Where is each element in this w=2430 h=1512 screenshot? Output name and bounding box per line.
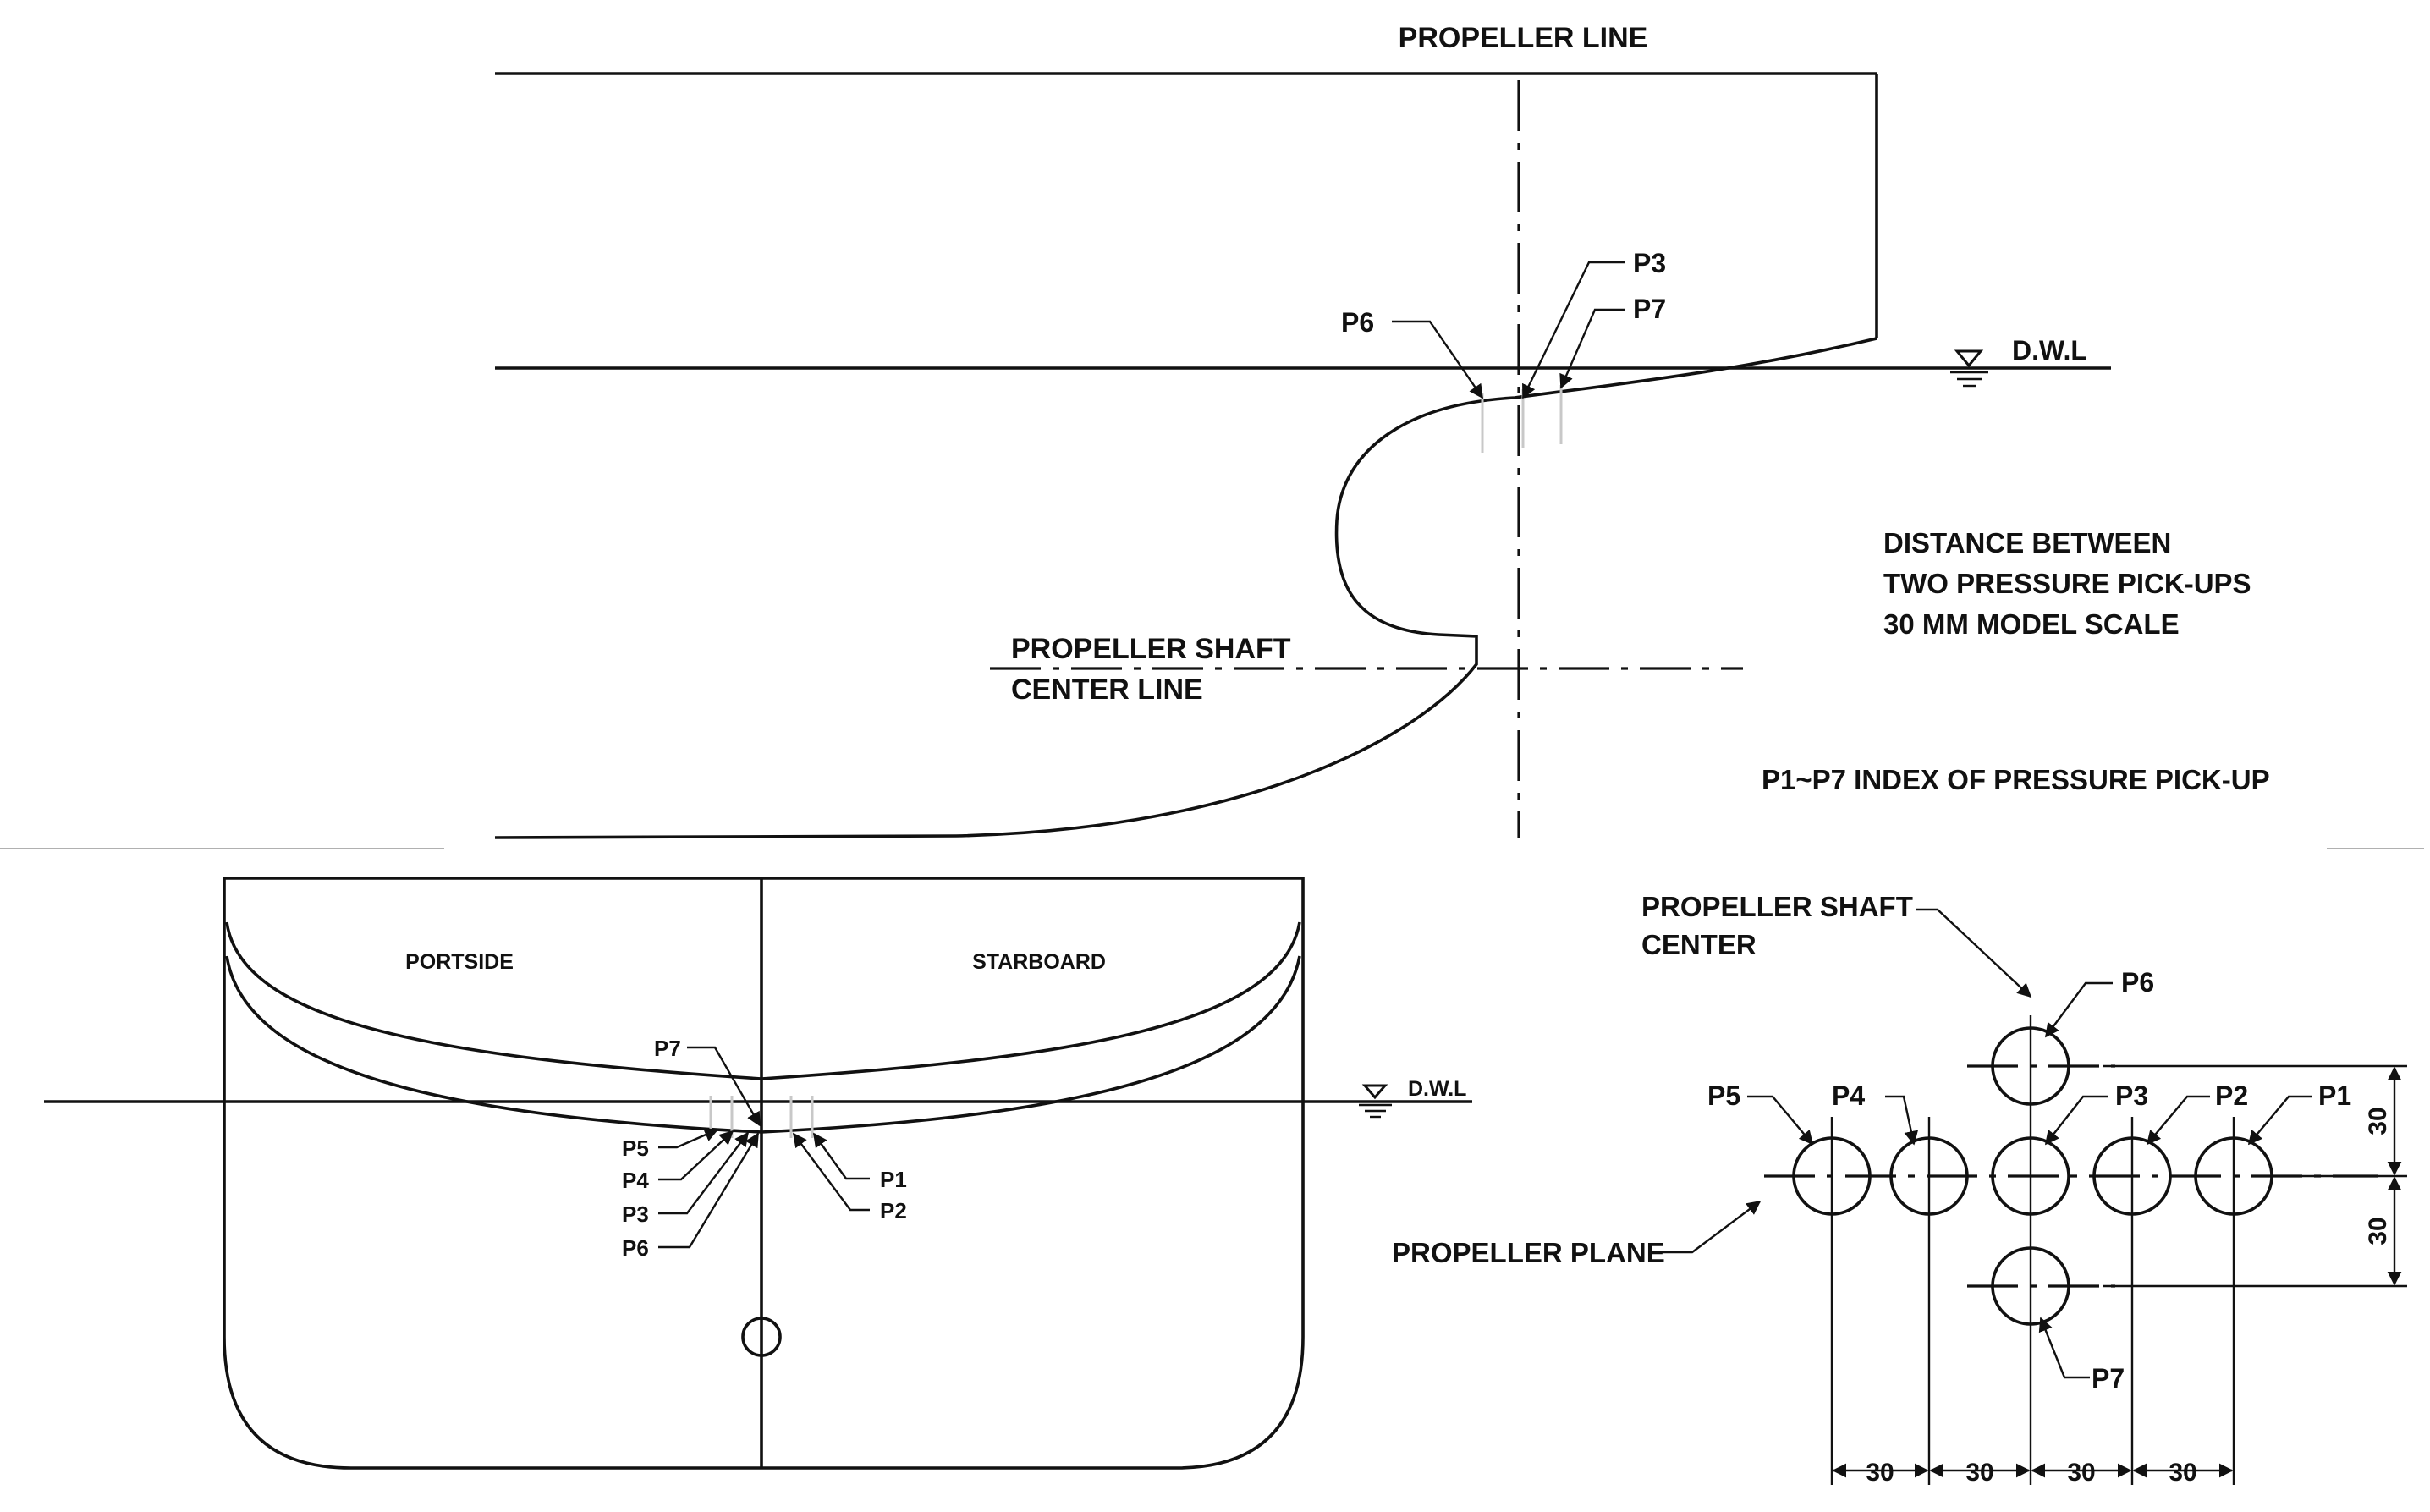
dim-label-horizontal-4: 30 bbox=[2169, 1459, 2196, 1487]
shaft-center-label-line1: PROPELLER SHAFT bbox=[1641, 891, 1913, 922]
hull-section-curve-upper bbox=[225, 921, 1301, 1080]
propeller-shaft-circle bbox=[741, 1317, 782, 1357]
dim-label-vertical-upper: 30 bbox=[2364, 1107, 2392, 1135]
layout-leader-p2 bbox=[2146, 1095, 2210, 1146]
stern-p6-label: P6 bbox=[622, 1235, 649, 1261]
dim-label-horizontal-1: 30 bbox=[1866, 1459, 1894, 1487]
propeller-line-label: PROPELLER LINE bbox=[1399, 22, 1648, 54]
layout-p7-label: P7 bbox=[2092, 1363, 2125, 1394]
distance-note-line3: 30 MM MODEL SCALE bbox=[1883, 608, 2180, 640]
leader-p6 bbox=[1392, 320, 1483, 399]
stern-dwl-symbol bbox=[1359, 1084, 1392, 1119]
side-p6-label: P6 bbox=[1341, 307, 1374, 338]
layout-p4-label: P4 bbox=[1832, 1080, 1865, 1111]
layout-leader-p4 bbox=[1885, 1095, 1919, 1146]
stern-p1-label: P1 bbox=[880, 1167, 907, 1192]
stern-leader-p5 bbox=[658, 1128, 719, 1149]
stern-leader-p6 bbox=[658, 1132, 760, 1249]
stern-leader-p2 bbox=[792, 1132, 870, 1212]
stern-dwl-label: D.W.L bbox=[1408, 1077, 1466, 1101]
index-note: P1~P7 INDEX OF PRESSURE PICK-UP bbox=[1762, 764, 2270, 795]
propeller-plane-label: PROPELLER PLANE bbox=[1392, 1237, 1665, 1268]
hull-section-curve-lower bbox=[225, 955, 1301, 1134]
portside-label: PORTSIDE bbox=[405, 950, 514, 974]
leader-p3 bbox=[1521, 261, 1625, 399]
stern-p3-label: P3 bbox=[622, 1201, 649, 1227]
dim-label-vertical-lower: 30 bbox=[2364, 1217, 2392, 1245]
shaft-label-line1: PROPELLER SHAFT bbox=[1011, 633, 1291, 665]
pickup-circle-p2 bbox=[2092, 1136, 2172, 1216]
side-dwl-label: D.W.L bbox=[2012, 335, 2087, 366]
layout-leader-p1 bbox=[2247, 1095, 2312, 1146]
stern-profile-curve bbox=[494, 337, 1877, 839]
stern-p2-label: P2 bbox=[880, 1198, 907, 1223]
pickup-circle-p4 bbox=[1889, 1136, 1969, 1216]
layout-p3-label: P3 bbox=[2115, 1080, 2148, 1111]
pickup-circle-p5 bbox=[1792, 1136, 1872, 1216]
leader-p7 bbox=[1559, 308, 1625, 389]
stern-leader-p7 bbox=[687, 1046, 761, 1127]
layout-leader-p5 bbox=[1747, 1095, 1814, 1146]
pickup-circle-p3 bbox=[1991, 1136, 2070, 1216]
distance-note-line1: DISTANCE BETWEEN bbox=[1883, 527, 2171, 558]
starboard-label: STARBOARD bbox=[972, 950, 1106, 974]
layout-p1-label: P1 bbox=[2318, 1080, 2351, 1111]
stern-p7-label: P7 bbox=[654, 1036, 681, 1061]
side-p3-label: P3 bbox=[1633, 248, 1666, 278]
pickup-layout-view: PROPELLER SHAFT CENTER PROPELLER PLANE P… bbox=[1392, 891, 2407, 1487]
layout-p2-label: P2 bbox=[2215, 1080, 2248, 1111]
stern-leader-p3 bbox=[658, 1131, 750, 1215]
stern-p4-label: P4 bbox=[622, 1168, 649, 1193]
pickup-circle-p7 bbox=[1991, 1246, 2070, 1326]
side-p7-label: P7 bbox=[1633, 294, 1666, 324]
dim-label-horizontal-2: 30 bbox=[1965, 1459, 1993, 1487]
layout-p6-label: P6 bbox=[2121, 967, 2154, 998]
leader-propeller-plane bbox=[1658, 1200, 1762, 1254]
shaft-label-line2: CENTER LINE bbox=[1011, 674, 1203, 706]
layout-leader-p6 bbox=[2044, 981, 2113, 1038]
distance-note-line2: TWO PRESSURE PICK-UPS bbox=[1883, 568, 2251, 599]
stern-leader-p1 bbox=[813, 1132, 870, 1180]
leader-shaft-center bbox=[1916, 908, 2032, 998]
stern-view: PORTSIDE STARBOARD D.W.L P7 P5 P4 P3 P6 … bbox=[44, 877, 1472, 1470]
shaft-center-label-line2: CENTER bbox=[1641, 929, 1757, 960]
layout-leader-p3 bbox=[2044, 1095, 2108, 1146]
stern-p5-label: P5 bbox=[622, 1135, 649, 1161]
pickup-circle-p1 bbox=[2194, 1136, 2273, 1216]
pickup-circle-p6 bbox=[1991, 1026, 2070, 1106]
dim-label-horizontal-3: 30 bbox=[2067, 1459, 2095, 1487]
dwl-symbol bbox=[1950, 349, 1988, 388]
layout-p5-label: P5 bbox=[1707, 1080, 1740, 1111]
side-view: PROPELLER LINE P6 P3 P7 D.W.L PROPELLER … bbox=[494, 22, 2270, 839]
stern-outline bbox=[223, 877, 1305, 1470]
layout-leader-p7 bbox=[2038, 1317, 2090, 1379]
stern-leader-p4 bbox=[658, 1130, 734, 1181]
